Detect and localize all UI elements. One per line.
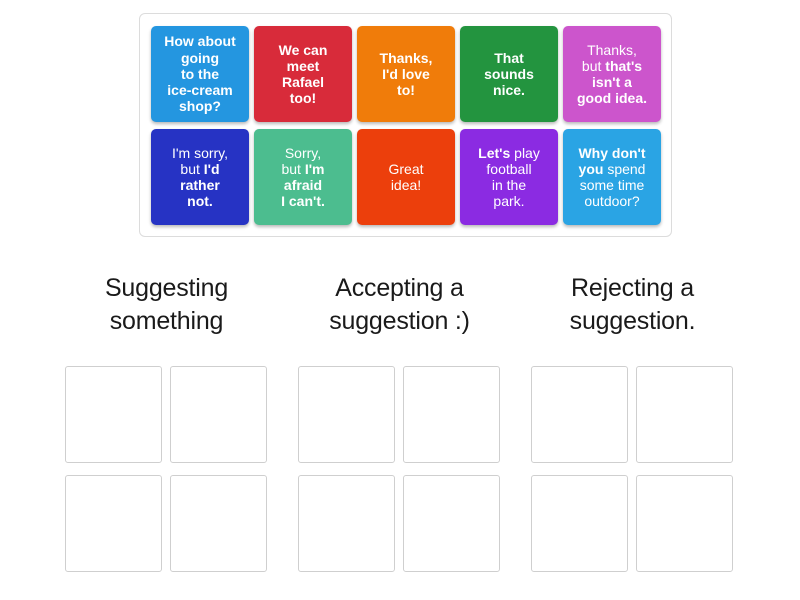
- category-drop-slots: [531, 366, 734, 573]
- drop-slot[interactable]: [403, 366, 500, 463]
- drop-slot[interactable]: [170, 366, 267, 463]
- drop-slot[interactable]: [636, 366, 733, 463]
- category-title: Rejecting a suggestion.: [569, 274, 696, 336]
- drop-slot[interactable]: [298, 366, 395, 463]
- drop-slot[interactable]: [531, 366, 628, 463]
- drop-slot[interactable]: [636, 475, 733, 572]
- category-column: Rejecting a suggestion.: [516, 272, 749, 573]
- category-columns: Suggesting something Accepting a suggesti…: [0, 272, 800, 573]
- drop-slot[interactable]: [403, 475, 500, 572]
- category-column: Suggesting something: [50, 272, 283, 573]
- category-title: Accepting a suggestion :): [329, 274, 470, 336]
- drop-slot[interactable]: [65, 366, 162, 463]
- category-drop-slots: [65, 366, 268, 573]
- category-column: Accepting a suggestion :): [283, 272, 516, 573]
- drop-slot[interactable]: [170, 475, 267, 572]
- drop-slot[interactable]: [65, 475, 162, 572]
- category-drop-slots: [298, 366, 501, 573]
- drop-slot[interactable]: [298, 475, 395, 572]
- drop-slot[interactable]: [531, 475, 628, 572]
- category-title: Suggesting something: [104, 274, 229, 336]
